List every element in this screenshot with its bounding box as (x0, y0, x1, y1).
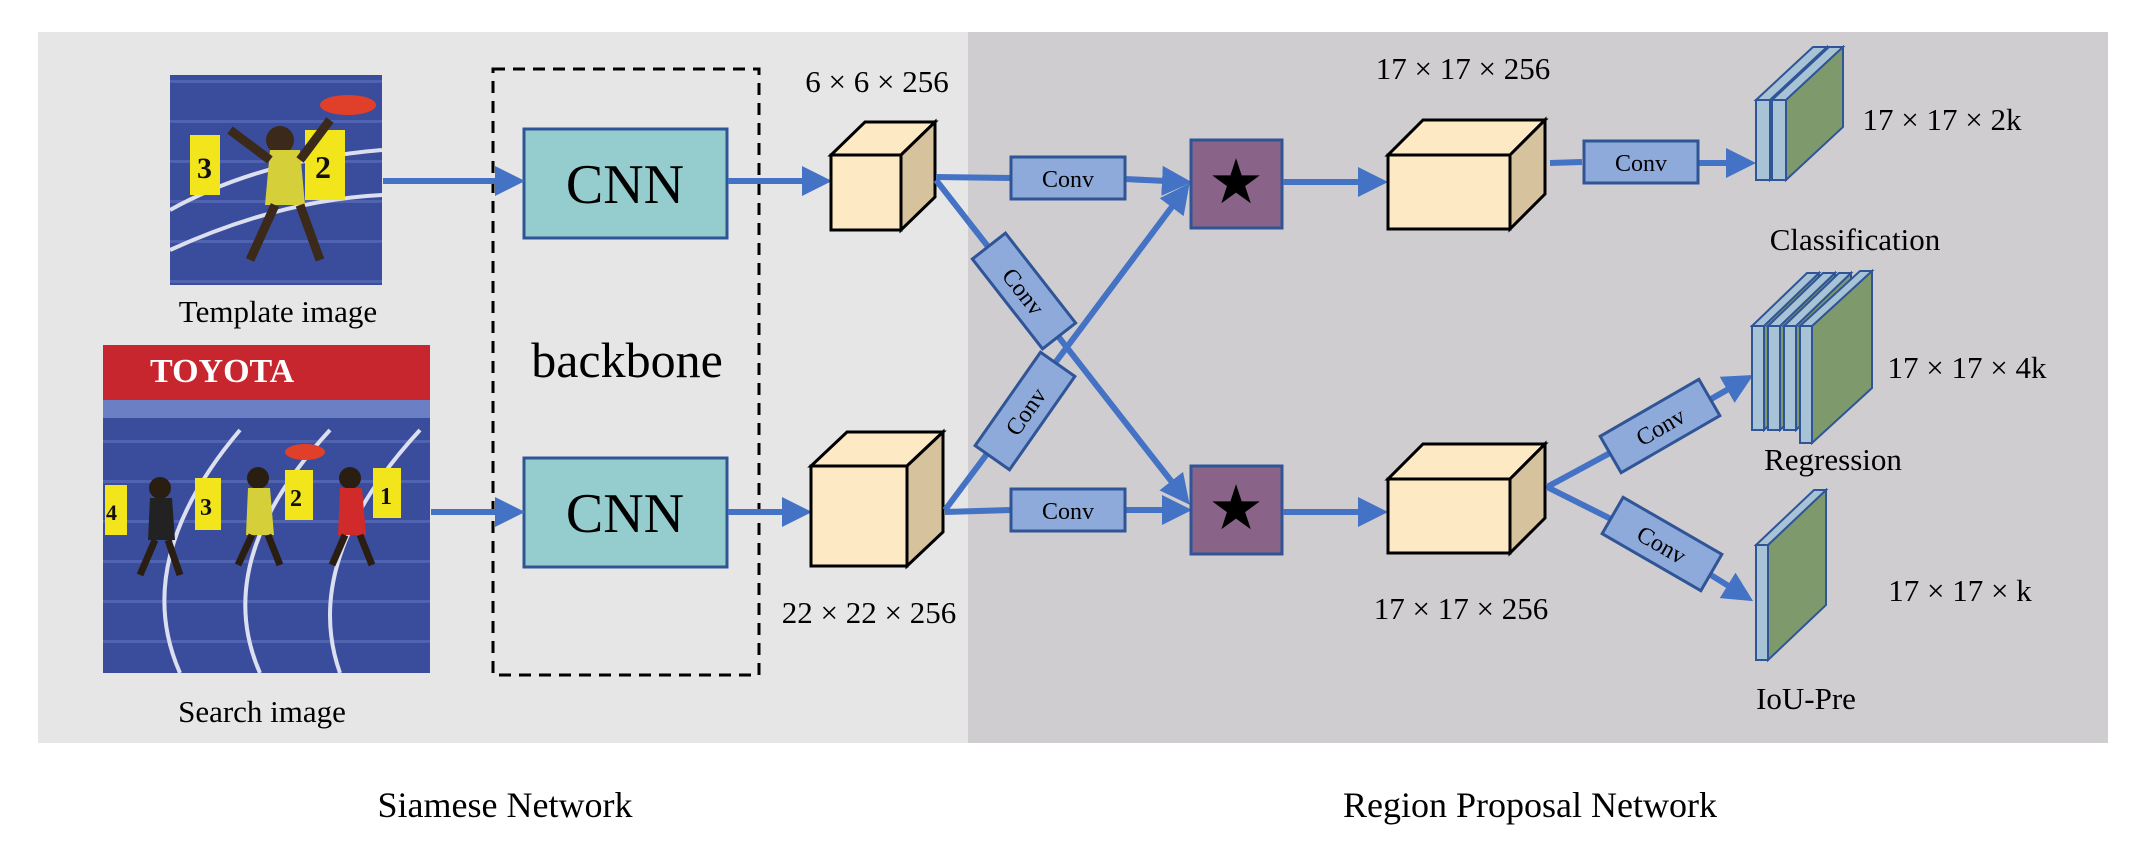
search-bib-4: 1 (380, 484, 392, 510)
search-image: TOYOTA 4 3 2 1 (103, 345, 430, 674)
classification-dims: 17 × 17 × 2k (1863, 102, 2022, 137)
response-arrows (1283, 167, 1388, 527)
arrow-iou-conv-to-output (1704, 569, 1754, 602)
backbone-box (491, 67, 761, 677)
regression-output (1749, 268, 1875, 446)
conv-bottom-label: Conv (1042, 499, 1094, 525)
line-cube-bottom-to-iou-conv (1545, 484, 1617, 524)
regression-label: Regression (1764, 442, 1902, 477)
response-cube-bottom (1384, 440, 1549, 557)
cnn-top-label: CNN (566, 154, 684, 216)
head-arrows (1545, 148, 1756, 602)
response-top-dims: 17 × 17 × 256 (1376, 51, 1550, 86)
template-bib-2: 2 (315, 149, 331, 185)
search-feature-dims: 22 × 22 × 256 (782, 595, 956, 630)
conv-cls-label: Conv (1615, 151, 1667, 177)
arrow-search-cross-to-star-top (942, 183, 1190, 512)
search-banner-text: TOYOTA (150, 353, 295, 390)
line-cube-bottom-to-reg-conv (1545, 450, 1612, 490)
iou-output (1753, 487, 1829, 663)
correlation-top: ★ (1189, 138, 1284, 230)
response-bottom-dims: 17 × 17 × 256 (1374, 591, 1548, 626)
template-image: 3 2 (169, 75, 383, 285)
search-feature-cube (807, 428, 947, 570)
cnn-bottom-box (522, 456, 729, 569)
classification-label: Classification (1770, 222, 1941, 257)
arrow-conv-top-to-star-top (1124, 165, 1192, 196)
conv-bottom: Conv (1009, 487, 1127, 533)
response-cube-top (1384, 116, 1549, 233)
conv-connections (933, 165, 1192, 525)
rpn-title: Region Proposal Network (1343, 785, 1717, 825)
template-bib-1: 3 (197, 152, 212, 185)
correlation-bottom: ★ (1189, 464, 1284, 556)
template-feature-cube (827, 118, 939, 234)
line-cube-top-to-cls-conv (1549, 159, 1583, 166)
backbone-arrows (383, 166, 832, 527)
search-bib-3: 2 (290, 486, 302, 512)
conv-top-label: Conv (1042, 167, 1094, 193)
template-image-caption: Template image (179, 294, 377, 329)
classification-output (1753, 44, 1846, 183)
search-bib-1: 4 (106, 500, 117, 525)
conv-cls: Conv (1582, 139, 1700, 185)
backbone-label: backbone (531, 332, 723, 388)
line-search-to-conv-bottom (944, 507, 1012, 515)
line-template-to-conv-top (935, 174, 1012, 181)
star-icon-bottom: ★ (1208, 475, 1264, 543)
cnn-top-box (522, 127, 729, 240)
conv-top: Conv (1009, 155, 1127, 201)
cnn-bottom-label: CNN (566, 483, 684, 545)
star-icon-top: ★ (1208, 149, 1264, 217)
siamese-network-title: Siamese Network (378, 785, 633, 825)
iou-dims: 17 × 17 × k (1888, 573, 2032, 608)
regression-dims: 17 × 17 × 4k (1888, 350, 2047, 385)
template-feature-dims: 6 × 6 × 256 (805, 64, 948, 99)
arrow-template-cross-to-star-bottom (933, 178, 1190, 505)
search-image-caption: Search image (178, 694, 346, 729)
search-bib-2: 3 (200, 495, 212, 521)
iou-label: IoU-Pre (1756, 681, 1856, 716)
